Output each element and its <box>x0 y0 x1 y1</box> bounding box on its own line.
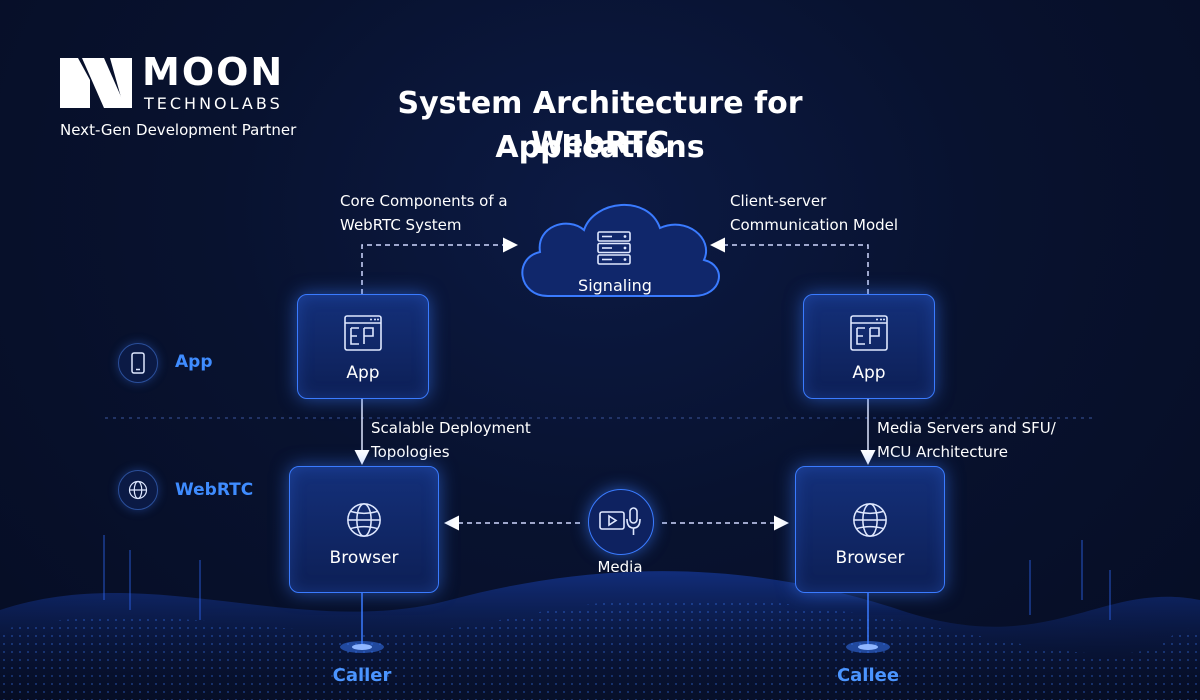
globe-icon <box>853 503 887 537</box>
server-icon <box>597 231 631 265</box>
app-left-label: App <box>346 363 380 383</box>
page-title-line-1: System Architecture for WebRTC <box>397 86 803 161</box>
caller-label: Caller <box>332 665 392 686</box>
browser-left-label: Browser <box>329 548 399 568</box>
browser-right-label: Browser <box>835 548 905 568</box>
app-window-icon <box>850 315 888 351</box>
page-title-line-2: Applications <box>495 130 705 165</box>
browser-box-left: Browser <box>289 466 439 593</box>
logo-subtitle: TECHNOLABS <box>144 94 283 113</box>
media-node <box>588 489 654 555</box>
client-server-label-line-1: Client-server <box>730 192 827 210</box>
app-box-right: App <box>803 294 935 399</box>
media-servers-label-line-1: Media Servers and SFU/ <box>877 419 1056 437</box>
core-components-label-line-1: Core Components of a <box>340 192 508 210</box>
signaling-label: Signaling <box>578 276 652 295</box>
core-components-label-line-2: WebRTC System <box>340 216 462 234</box>
logo-name: MOON <box>142 50 285 94</box>
signaling-cloud <box>521 204 720 297</box>
browser-box-right: Browser <box>795 466 945 593</box>
app-left-to-signaling-connector <box>361 237 518 294</box>
video-mic-icon <box>599 507 641 535</box>
media-servers-label-line-2: MCU Architecture <box>877 443 1008 461</box>
app-window-icon <box>344 315 382 351</box>
callee-label: Callee <box>836 665 900 686</box>
moon-logo-icon <box>60 58 132 108</box>
media-label: Media <box>597 558 643 576</box>
webrtc-layer-icon <box>118 470 158 510</box>
app-layer-label: App <box>175 352 213 372</box>
client-server-label-line-2: Communication Model <box>730 216 899 234</box>
globe-icon <box>347 503 381 537</box>
logo-tagline: Next-Gen Development Partner <box>60 121 297 139</box>
webrtc-layer-label: WebRTC <box>175 480 254 500</box>
app-right-to-signaling-connector <box>710 237 869 294</box>
app-layer-icon <box>118 343 158 383</box>
scalable-deployment-label-line-1: Scalable Deployment <box>371 419 531 437</box>
globe-icon <box>128 480 148 500</box>
app-right-label: App <box>852 363 886 383</box>
app-box-left: App <box>297 294 429 399</box>
scalable-deployment-label-line-2: Topologies <box>371 443 450 461</box>
phone-icon <box>131 352 145 374</box>
